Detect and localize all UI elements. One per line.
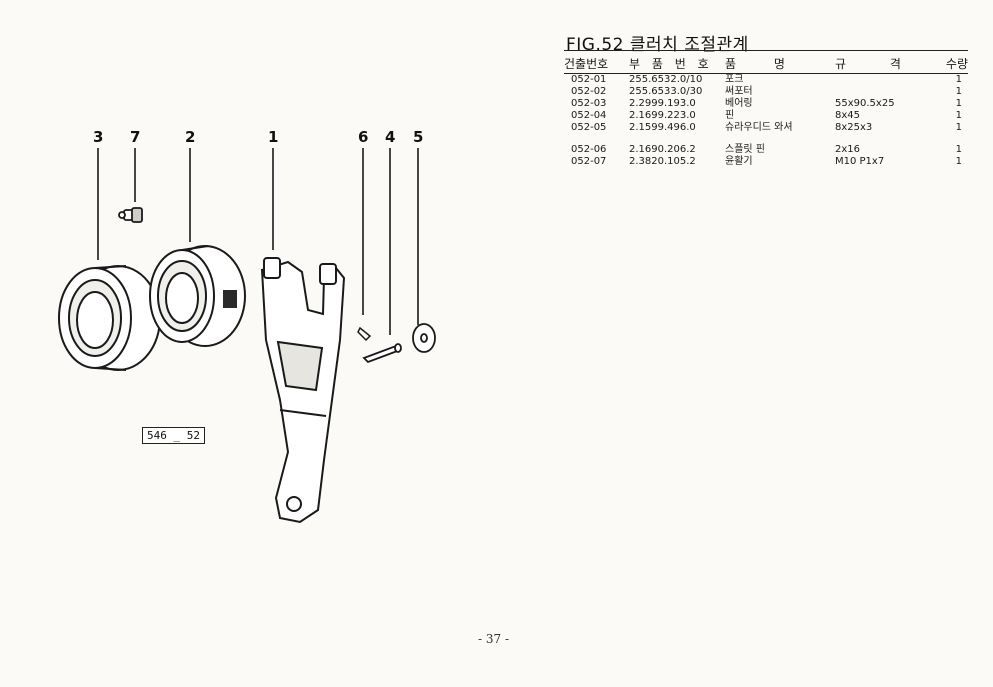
cell-name: 써포터 bbox=[725, 86, 753, 97]
cell-part-no: 2.2999.193.0 bbox=[629, 98, 696, 109]
cell-qty: 1 bbox=[955, 156, 962, 167]
cell-spec bbox=[835, 74, 945, 87]
table-row: 052-05 2.1599.496.0 슈라우디드 와셔 8x25x3 1 bbox=[564, 122, 968, 134]
callout-2: 2 bbox=[185, 128, 196, 146]
cell-name: 윤활기 bbox=[725, 156, 753, 167]
table-row: 052-01 255.6532.0/10 포크 1 bbox=[564, 74, 968, 87]
callout-7: 7 bbox=[130, 128, 141, 146]
page-number: - 37 - bbox=[478, 632, 510, 646]
cell-name: 슈라우디드 와셔 bbox=[725, 122, 793, 133]
cell-qty: 1 bbox=[955, 110, 962, 121]
split-pin-icon bbox=[357, 326, 372, 342]
cell-qty: 1 bbox=[955, 144, 962, 155]
cell-spec: 55x90.5x25 bbox=[835, 98, 895, 109]
callout-4: 4 bbox=[385, 128, 396, 146]
grease-nipple-icon bbox=[118, 207, 143, 223]
cell-qty: 1 bbox=[955, 98, 962, 109]
header-spec: 규 격 bbox=[835, 55, 945, 74]
cell-item-no: 052-03 bbox=[571, 98, 607, 109]
clutch-fork-icon bbox=[260, 257, 346, 524]
cell-name: 포크 bbox=[725, 74, 744, 85]
cell-spec bbox=[835, 86, 945, 98]
table-row: 052-06 2.1690.206.2 스플릿 핀 2x16 1 bbox=[564, 144, 968, 156]
bearing-support-icon bbox=[149, 245, 246, 347]
header-item-no: 건출번호 bbox=[564, 55, 629, 74]
pin-icon bbox=[362, 343, 402, 364]
cell-qty: 1 bbox=[955, 122, 962, 133]
cell-part-no: 2.1599.496.0 bbox=[629, 122, 696, 133]
cell-spec: 2x16 bbox=[835, 144, 861, 155]
callout-1: 1 bbox=[268, 128, 279, 146]
table-row: 052-07 2.3820.105.2 윤활기 M10 P1x7 1 bbox=[564, 156, 968, 168]
header-qty: 수량 bbox=[945, 55, 968, 74]
table-spacer bbox=[564, 134, 968, 144]
table-row: 052-02 255.6533.0/30 써포터 1 bbox=[564, 86, 968, 98]
cell-item-no: 052-02 bbox=[571, 86, 607, 97]
table-body: 052-01 255.6532.0/10 포크 1 052-02 255.653… bbox=[564, 74, 968, 169]
cell-name: 핀 bbox=[725, 110, 735, 121]
callout-6: 6 bbox=[358, 128, 369, 146]
cell-spec: M10 P1x7 bbox=[835, 156, 885, 167]
parts-table: 건출번호 부 품 번 호 품 명 규 격 수량 052-01 255.6532.… bbox=[564, 55, 968, 168]
figure-code-box: 546 _ 52 bbox=[142, 427, 205, 444]
header-part-no: 부 품 번 호 bbox=[629, 55, 725, 74]
release-bearing-icon bbox=[58, 265, 161, 371]
cell-qty: 1 bbox=[955, 74, 962, 85]
shrouded-washer-icon bbox=[412, 323, 436, 353]
cell-part-no: 255.6532.0/10 bbox=[629, 74, 703, 85]
cell-part-no: 255.6533.0/30 bbox=[629, 86, 703, 97]
header-name: 품 명 bbox=[725, 55, 835, 74]
cell-spec: 8x45 bbox=[835, 110, 861, 121]
table-row: 052-04 2.1699.223.0 핀 8x45 1 bbox=[564, 110, 968, 122]
cell-part-no: 2.1699.223.0 bbox=[629, 110, 696, 121]
cell-qty: 1 bbox=[955, 86, 962, 97]
cell-item-no: 052-01 bbox=[571, 74, 607, 85]
cell-part-no: 2.3820.105.2 bbox=[629, 156, 696, 167]
figure-title: FIG.52 클러치 조절관계 bbox=[566, 35, 749, 55]
callout-5: 5 bbox=[413, 128, 424, 146]
callout-3: 3 bbox=[93, 128, 104, 146]
cell-item-no: 052-04 bbox=[571, 110, 607, 121]
cell-item-no: 052-07 bbox=[571, 156, 607, 167]
cell-item-no: 052-05 bbox=[571, 122, 607, 133]
cell-part-no: 2.1690.206.2 bbox=[629, 144, 696, 155]
table-row: 052-03 2.2999.193.0 베어링 55x90.5x25 1 bbox=[564, 98, 968, 110]
cell-item-no: 052-06 bbox=[571, 144, 607, 155]
cell-spec: 8x25x3 bbox=[835, 122, 873, 133]
table-header-row: 건출번호 부 품 번 호 품 명 규 격 수량 bbox=[564, 55, 968, 74]
cell-name: 스플릿 핀 bbox=[725, 144, 765, 155]
cell-name: 베어링 bbox=[725, 98, 753, 109]
title-underline bbox=[564, 50, 968, 51]
exploded-parts-drawing bbox=[58, 148, 436, 524]
